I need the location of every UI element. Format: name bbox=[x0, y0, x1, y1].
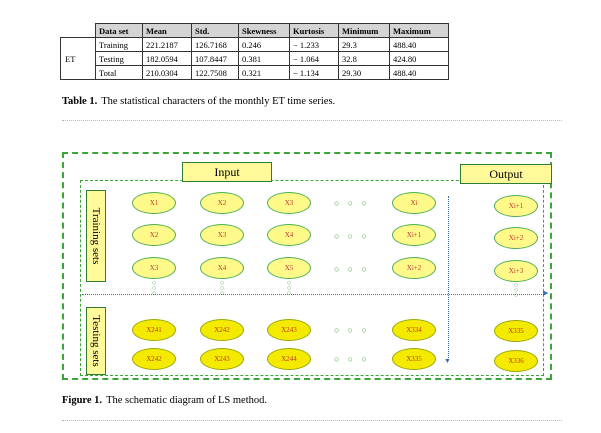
down-arrow-icon: ▼ bbox=[444, 357, 451, 365]
vertical-ellipsis: ○ ○ ○ bbox=[151, 279, 157, 297]
table-cell: 107.8447 bbox=[191, 51, 239, 66]
vertical-ellipsis: ○ ○ ○ bbox=[219, 279, 225, 297]
table-cell: 29.30 bbox=[338, 65, 390, 80]
train-input-node: X3 bbox=[200, 224, 244, 246]
figure-caption-label: Figure 1. bbox=[62, 395, 103, 406]
test-input-node: X241 bbox=[132, 319, 176, 341]
table-header-cell: Data set bbox=[95, 23, 143, 38]
table-row: Total 210.0304 122.7508 0.321 − 1.134 29… bbox=[61, 65, 449, 80]
ellipsis-dots: ○ ○ ○ bbox=[334, 264, 370, 274]
train-input-node: X1 bbox=[132, 192, 176, 214]
vertical-ellipsis: ○ ○ ○ bbox=[286, 279, 292, 297]
train-input-node: X2 bbox=[200, 192, 244, 214]
table-cell: 424.80 bbox=[389, 51, 449, 66]
test-output-node: X336 bbox=[494, 350, 538, 372]
table-cell: Total bbox=[95, 65, 143, 80]
test-input-node: X334 bbox=[392, 319, 436, 341]
table-cell: − 1.233 bbox=[289, 37, 339, 52]
table-header-cell: Mean bbox=[142, 23, 192, 38]
train-input-node: X3 bbox=[267, 192, 311, 214]
section-divider bbox=[62, 120, 562, 121]
ellipsis-dots: ○ ○ ○ bbox=[334, 325, 370, 335]
test-input-node: X242 bbox=[200, 319, 244, 341]
table-header-row: Data set Mean Std. Skewness Kurtosis Min… bbox=[60, 23, 449, 38]
train-input-node: X5 bbox=[267, 257, 311, 279]
train-output-node: Xi+2 bbox=[494, 227, 538, 249]
train-input-node: Xi bbox=[392, 192, 436, 214]
table-cell: 32.8 bbox=[338, 51, 390, 66]
table-cell: Testing bbox=[95, 51, 143, 66]
table-caption: Table 1.The statistical characters of th… bbox=[62, 96, 335, 107]
table-cell: 488.40 bbox=[389, 37, 449, 52]
input-label-box: Input bbox=[182, 162, 272, 182]
vertical-divider bbox=[448, 196, 449, 360]
table-cell: 0.381 bbox=[238, 51, 290, 66]
table-cell: 126.7168 bbox=[191, 37, 239, 52]
table-header-blank bbox=[60, 23, 96, 38]
table-cell: − 1.134 bbox=[289, 65, 339, 80]
train-input-node: X4 bbox=[200, 257, 244, 279]
train-output-node: Xi+3 bbox=[494, 260, 538, 282]
ellipsis-dots: ○ ○ ○ bbox=[334, 231, 370, 241]
test-input-node: X244 bbox=[267, 348, 311, 370]
testing-sets-label: Testing sets bbox=[90, 315, 102, 367]
table-header-cell: Skewness bbox=[238, 23, 290, 38]
test-input-node: X242 bbox=[132, 348, 176, 370]
diagram-inner-frame bbox=[80, 180, 544, 376]
train-input-node: Xi+2 bbox=[392, 257, 436, 279]
training-sets-box bbox=[86, 190, 106, 282]
testing-sets-box bbox=[86, 307, 106, 375]
vertical-ellipsis: ○ ○ ○ bbox=[513, 281, 519, 299]
figure-caption: Figure 1.The schematic diagram of LS met… bbox=[62, 395, 267, 406]
ls-method-diagram: Input Output Training sets Testing sets … bbox=[62, 152, 552, 380]
split-line bbox=[82, 294, 544, 295]
test-input-node: X335 bbox=[392, 348, 436, 370]
table-header-cell: Kurtosis bbox=[289, 23, 339, 38]
table-caption-text: The statistical characters of the monthl… bbox=[101, 96, 336, 107]
table-category-cell: ET bbox=[60, 37, 96, 80]
ellipsis-dots: ○ ○ ○ bbox=[334, 354, 370, 364]
table-row: Testing 182.0594 107.8447 0.381 − 1.064 … bbox=[61, 51, 449, 66]
table-cell: 0.321 bbox=[238, 65, 290, 80]
table-cell: 29.3 bbox=[338, 37, 390, 52]
training-sets-label: Training sets bbox=[90, 207, 102, 265]
output-label-box: Output bbox=[460, 164, 552, 184]
train-output-node: Xi+1 bbox=[494, 195, 538, 217]
table-cell: 122.7508 bbox=[191, 65, 239, 80]
ellipsis-dots: ○ ○ ○ bbox=[334, 198, 370, 208]
train-input-node: X3 bbox=[132, 257, 176, 279]
table-header-cell: Maximum bbox=[389, 23, 449, 38]
diagram-outer-frame bbox=[62, 152, 552, 380]
table-cell: 0.246 bbox=[238, 37, 290, 52]
test-input-node: X243 bbox=[200, 348, 244, 370]
split-arrow-icon: ▶ bbox=[543, 289, 549, 297]
table-caption-label: Table 1. bbox=[62, 96, 98, 107]
table-cell: − 1.064 bbox=[289, 51, 339, 66]
table-cell: 182.0594 bbox=[142, 51, 192, 66]
train-input-node: X2 bbox=[132, 224, 176, 246]
train-input-node: X4 bbox=[267, 224, 311, 246]
section-divider bbox=[62, 420, 562, 421]
test-output-node: X335 bbox=[494, 320, 538, 342]
table-cell: 221.2187 bbox=[142, 37, 192, 52]
table-cell: 210.0304 bbox=[142, 65, 192, 80]
figure-caption-text: The schematic diagram of LS method. bbox=[106, 395, 268, 406]
test-input-node: X243 bbox=[267, 319, 311, 341]
table-cell: Training bbox=[95, 37, 143, 52]
table-header-cell: Minimum bbox=[338, 23, 390, 38]
statistics-table: Data set Mean Std. Skewness Kurtosis Min… bbox=[60, 23, 449, 80]
train-input-node: Xi+1 bbox=[392, 224, 436, 246]
table-header-cell: Std. bbox=[191, 23, 239, 38]
table-row: ET Training 221.2187 126.7168 0.246 − 1.… bbox=[60, 37, 449, 80]
table-cell: 488.40 bbox=[389, 65, 449, 80]
